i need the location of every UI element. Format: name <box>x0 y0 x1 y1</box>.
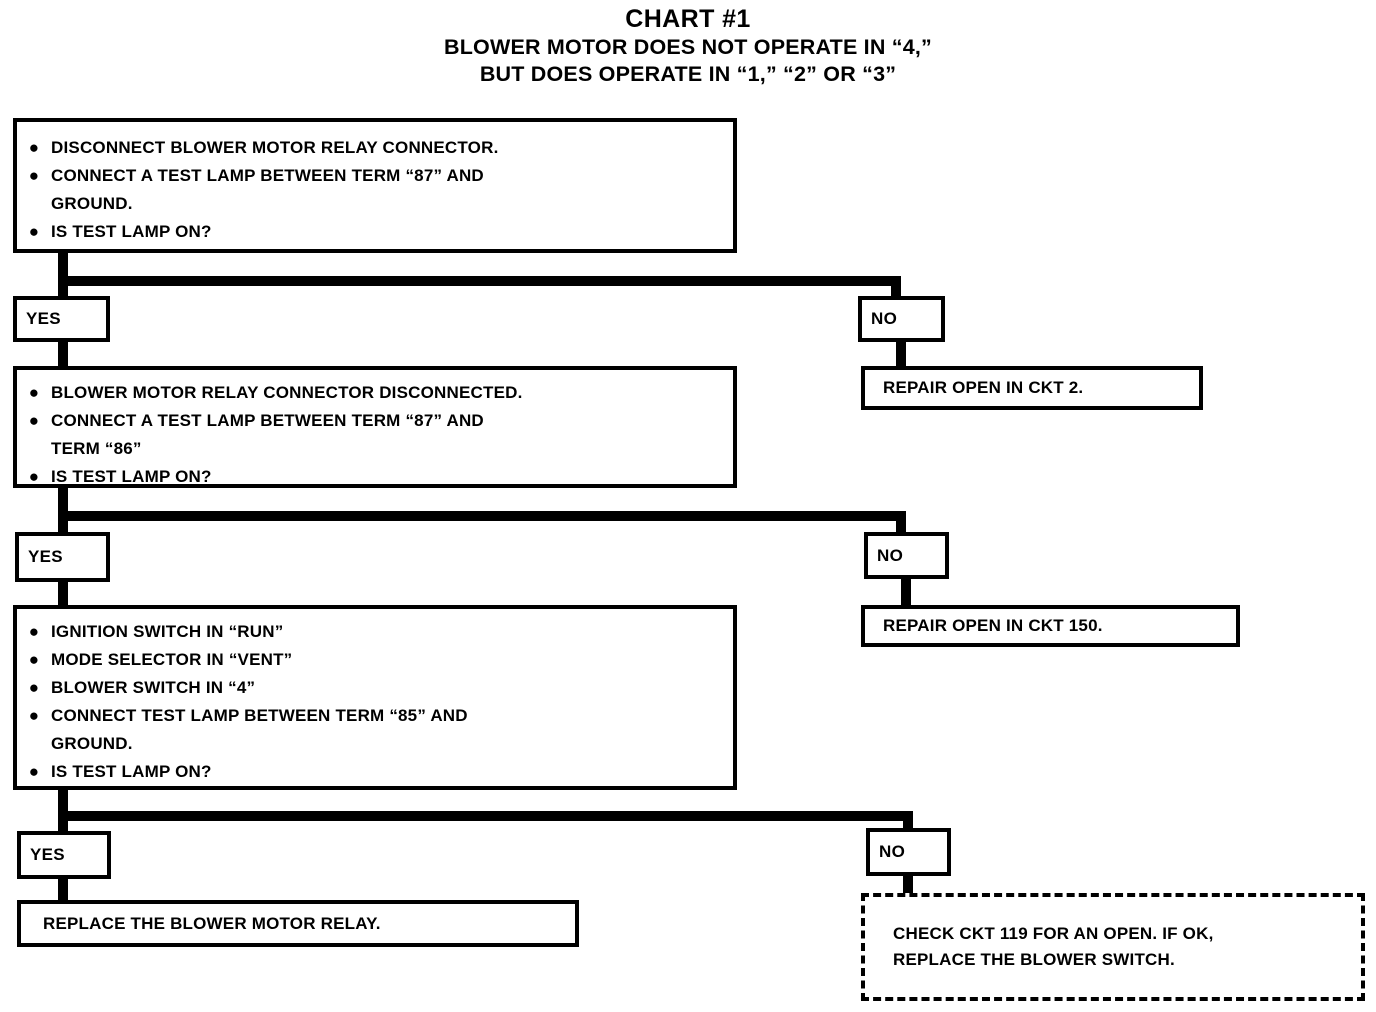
connector-step-2-branch-bar <box>58 511 906 521</box>
bullet-dot-icon: ● <box>28 650 40 669</box>
connector-no-1-down <box>896 342 906 370</box>
bullet-item: ● CONNECT A TEST LAMP BETWEEN TERM “87” … <box>17 407 733 463</box>
step-2-bullet-list: ● BLOWER MOTOR RELAY CONNECTOR DISCONNEC… <box>17 379 733 491</box>
branch-yes-2: YES <box>15 532 110 582</box>
outcome-repair-ckt-150-text: REPAIR OPEN IN CKT 150. <box>883 616 1103 635</box>
outcome-check-ckt-119-box: CHECK CKT 119 FOR AN OPEN. IF OK, REPLAC… <box>861 893 1365 1001</box>
connector-step-1-to-yes <box>58 276 68 300</box>
connector-step-2-stub <box>58 488 68 521</box>
bullet-item: ● IS TEST LAMP ON? <box>17 463 733 491</box>
bullet-dot-icon: ● <box>28 411 40 430</box>
bullet-text: BLOWER MOTOR RELAY CONNECTOR DISCONNECTE… <box>51 383 523 402</box>
branch-yes-label: YES <box>26 309 61 328</box>
bullet-item: ● MODE SELECTOR IN “VENT” <box>17 646 733 674</box>
connector-step-2-to-yes <box>58 511 68 535</box>
bullet-text: IGNITION SWITCH IN “RUN” <box>51 622 284 641</box>
outcome-replace-relay-text: REPLACE THE BLOWER MOTOR RELAY. <box>43 913 381 933</box>
branch-no-label: NO <box>871 309 898 328</box>
bullet-text: CONNECT A TEST LAMP BETWEEN TERM “87” AN… <box>51 411 484 458</box>
outcome-repair-ckt-150-box: REPAIR OPEN IN CKT 150. <box>861 605 1240 647</box>
bullet-dot-icon: ● <box>28 166 40 185</box>
chart-title: CHART #1 <box>625 5 751 33</box>
connector-step-1-branch-bar <box>58 276 901 286</box>
branch-yes-label: YES <box>30 845 65 864</box>
bullet-text: DISCONNECT BLOWER MOTOR RELAY CONNECTOR. <box>51 138 499 157</box>
connector-yes-3-down <box>58 879 68 902</box>
branch-yes-label: YES <box>28 547 63 566</box>
branch-yes-3: YES <box>17 831 111 879</box>
step-3-bullet-list: ● IGNITION SWITCH IN “RUN” ● MODE SELECT… <box>17 618 733 786</box>
bullet-item: ● CONNECT TEST LAMP BETWEEN TERM “85” AN… <box>17 702 733 758</box>
connector-step-1-stub <box>58 253 68 286</box>
bullet-dot-icon: ● <box>28 222 40 241</box>
bullet-item: ● IS TEST LAMP ON? <box>17 218 733 246</box>
bullet-dot-icon: ● <box>28 678 40 697</box>
bullet-dot-icon: ● <box>28 383 40 402</box>
step-2-box: ● BLOWER MOTOR RELAY CONNECTOR DISCONNEC… <box>13 366 737 488</box>
chart-title-block: CHART #1 BLOWER MOTOR DOES NOT OPERATE I… <box>0 4 1376 88</box>
chart-subtitle-line-2: BUT DOES OPERATE IN “1,” “2” OR “3” <box>479 62 897 86</box>
connector-step-2-to-no <box>896 511 906 535</box>
outcome-replace-relay-box: REPLACE THE BLOWER MOTOR RELAY. <box>17 900 579 947</box>
branch-no-label: NO <box>877 545 904 565</box>
branch-no-label: NO <box>879 842 906 861</box>
bullet-item: ● DISCONNECT BLOWER MOTOR RELAY CONNECTO… <box>17 134 733 162</box>
chart-subtitle-line-1: BLOWER MOTOR DOES NOT OPERATE IN “4,” <box>444 35 932 59</box>
step-1-box: ● DISCONNECT BLOWER MOTOR RELAY CONNECTO… <box>13 118 737 253</box>
outcome-check-ckt-119-text: CHECK CKT 119 FOR AN OPEN. IF OK, REPLAC… <box>893 924 1214 969</box>
bullet-text: IS TEST LAMP ON? <box>51 222 212 241</box>
branch-no-3: NO <box>866 828 951 876</box>
bullet-text: IS TEST LAMP ON? <box>51 762 212 781</box>
branch-no-1: NO <box>858 296 945 342</box>
bullet-dot-icon: ● <box>28 138 40 157</box>
bullet-text: CONNECT TEST LAMP BETWEEN TERM “85” AND … <box>51 706 468 753</box>
connector-step-3-to-yes <box>58 811 68 833</box>
bullet-item: ● CONNECT A TEST LAMP BETWEEN TERM “87” … <box>17 162 733 218</box>
bullet-item: ● IS TEST LAMP ON? <box>17 758 733 786</box>
bullet-dot-icon: ● <box>28 622 40 641</box>
bullet-text: IS TEST LAMP ON? <box>51 467 212 486</box>
step-1-bullet-list: ● DISCONNECT BLOWER MOTOR RELAY CONNECTO… <box>17 134 733 246</box>
connector-no-2-down <box>901 579 911 607</box>
connector-yes-1-down <box>58 342 68 370</box>
bullet-item: ● IGNITION SWITCH IN “RUN” <box>17 618 733 646</box>
branch-yes-1: YES <box>13 296 110 342</box>
connector-yes-2-down <box>58 582 68 608</box>
connector-step-3-branch-bar <box>58 811 913 821</box>
step-3-box: ● IGNITION SWITCH IN “RUN” ● MODE SELECT… <box>13 605 737 790</box>
connector-step-3-to-no <box>903 811 913 833</box>
outcome-repair-ckt-2-box: REPAIR OPEN IN CKT 2. <box>861 366 1203 410</box>
outcome-repair-ckt-2-text: REPAIR OPEN IN CKT 2. <box>883 378 1084 397</box>
bullet-item: ● BLOWER MOTOR RELAY CONNECTOR DISCONNEC… <box>17 379 733 407</box>
connector-step-1-to-no <box>891 276 901 300</box>
connector-step-3-stub <box>58 790 68 823</box>
connector-no-3-down <box>903 876 913 896</box>
bullet-dot-icon: ● <box>28 467 40 486</box>
bullet-item: ● BLOWER SWITCH IN “4” <box>17 674 733 702</box>
bullet-text: MODE SELECTOR IN “VENT” <box>51 650 293 669</box>
bullet-dot-icon: ● <box>28 762 40 781</box>
branch-no-2: NO <box>864 532 949 579</box>
bullet-dot-icon: ● <box>28 706 40 725</box>
bullet-text: CONNECT A TEST LAMP BETWEEN TERM “87” AN… <box>51 166 484 213</box>
bullet-text: BLOWER SWITCH IN “4” <box>51 678 256 697</box>
